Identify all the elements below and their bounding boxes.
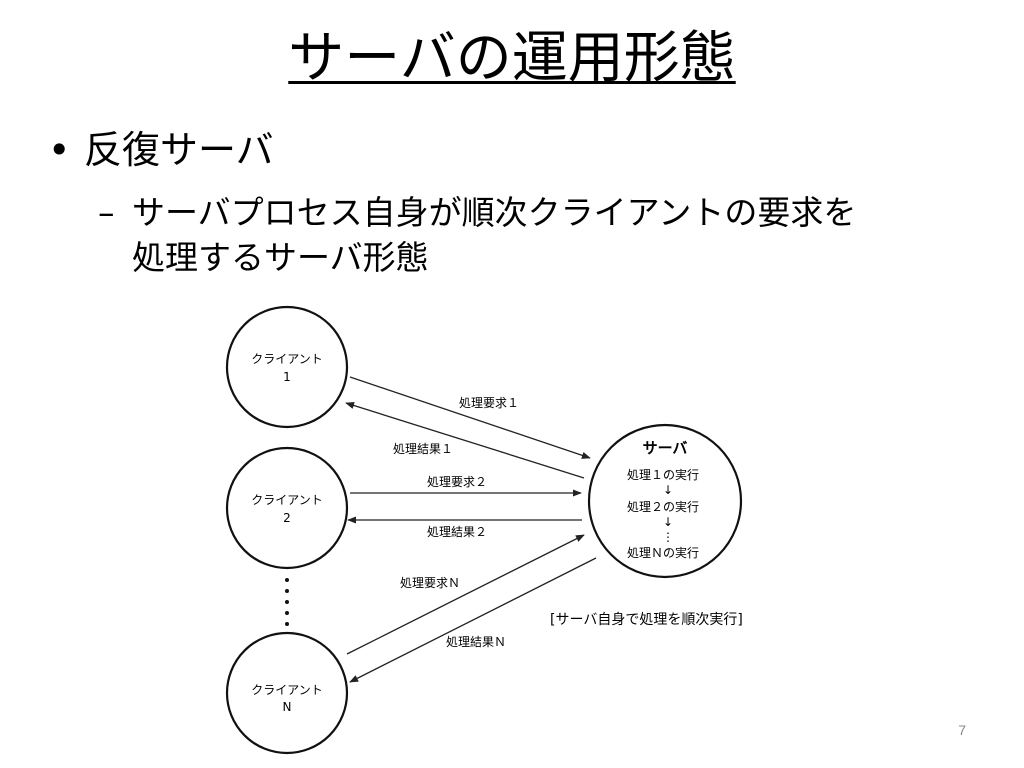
client-2-circle — [225, 446, 349, 570]
client-1-label: クライアント — [251, 352, 323, 366]
client-2-node: クライアント 2 — [225, 446, 349, 570]
diagram-caption: [サーバ自身で処理を順次実行] — [550, 612, 743, 628]
client-1-node: クライアント 1 — [225, 305, 349, 429]
label-request-n: 処理要求Ｎ — [400, 576, 460, 590]
client-1-circle — [225, 305, 349, 429]
server-step-ellipsis: ⋮ — [662, 530, 674, 544]
arrow-result-1 — [345, 402, 585, 479]
client-1-number: 1 — [283, 370, 291, 384]
label-request-1: 処理要求１ — [459, 396, 519, 410]
slide-title: サーバの運用形態 — [0, 24, 1024, 94]
server-step-1: 処理１の実行 — [627, 467, 699, 482]
client-2-number: 2 — [283, 511, 291, 525]
server-step-2: 処理２の実行 — [627, 499, 699, 514]
bullet-text: 反復サーバ — [84, 128, 274, 172]
page-number: 7 — [958, 722, 966, 738]
label-request-2: 処理要求２ — [427, 475, 487, 489]
client-n-label: クライアント — [251, 683, 323, 697]
server-node: サーバ 処理１の実行 ↓ 処理２の実行 ↓ ⋮ 処理Ｎの実行 — [587, 423, 743, 579]
clients-ellipsis — [285, 578, 289, 626]
client-n-node: クライアント N — [225, 631, 349, 755]
sub-bullet-item: –サーバプロセス自身が順次クライアントの要求を 処理するサーバ形態 — [98, 190, 958, 280]
sub-bullet-marker: – — [98, 193, 115, 232]
server-circle — [587, 423, 743, 579]
client-2-label: クライアント — [251, 493, 323, 507]
label-result-1: 処理結果１ — [393, 442, 453, 456]
arrow-request-n — [346, 534, 585, 655]
arrow-result-n — [349, 557, 597, 683]
bullet-item: • 反復サーバ — [48, 124, 274, 176]
server-step-arrow-2: ↓ — [663, 515, 673, 529]
sub-bullet-text-line1: サーバプロセス自身が順次クライアントの要求を — [132, 193, 857, 232]
client-n-number: N — [283, 700, 292, 714]
label-result-n: 処理結果Ｎ — [446, 635, 506, 649]
arrow-request-1 — [349, 376, 591, 459]
server-step-arrow-1: ↓ — [663, 483, 673, 497]
slide-title-text: サーバの運用形態 — [288, 26, 736, 91]
label-result-2: 処理結果２ — [427, 525, 487, 539]
sub-bullet-text-line2: 処理するサーバ形態 — [132, 238, 429, 277]
client-n-circle — [225, 631, 349, 755]
bullet-marker: • — [48, 128, 71, 172]
server-title: サーバ — [643, 439, 688, 457]
server-step-n: 処理Ｎの実行 — [627, 545, 699, 560]
